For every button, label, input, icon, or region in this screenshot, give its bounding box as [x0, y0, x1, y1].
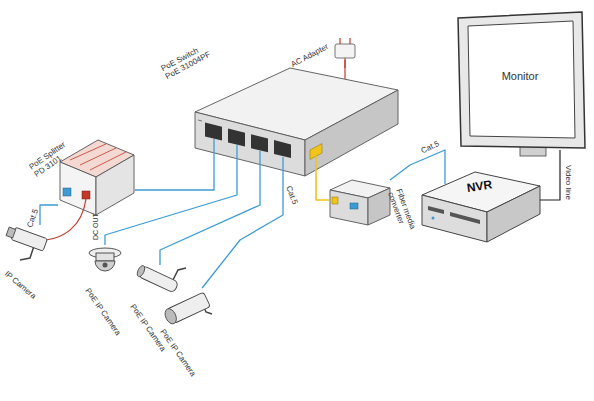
dome-ring: [96, 253, 114, 261]
device-node: NVR: [420, 170, 540, 245]
nvr-slot: [450, 212, 480, 224]
device-node: IP Camera: [5, 225, 55, 262]
switch-front: [195, 112, 305, 176]
splitter-fin: [80, 148, 116, 165]
cable: [105, 176, 237, 245]
adapter-prong: [339, 38, 340, 44]
poe-splitter-drawing: [46, 140, 134, 240]
nvr-led: [432, 217, 435, 220]
device-label: PoE Splitter PD 3101: [28, 133, 83, 179]
switch-port: [228, 128, 245, 146]
switch-port: [274, 140, 291, 158]
cable-stub: [282, 157, 283, 176]
dome-camera-drawing: [89, 248, 121, 271]
nvr-drawing: [422, 172, 540, 242]
nvr-front: [422, 195, 487, 242]
device-label: PoE IP Camera: [158, 328, 197, 378]
cable-stub: [236, 145, 237, 176]
device-node: PoE IP Camera: [85, 245, 125, 282]
device-label: IP Camera: [2, 270, 37, 301]
cable: [390, 150, 445, 180]
device-node: Monitor: [455, 12, 585, 150]
box-camera-drawing: [163, 292, 212, 326]
cable-stub: [444, 170, 445, 184]
fiber-port: [332, 197, 338, 204]
device-node: Fiber media converter: [330, 180, 390, 225]
ac-adapter-drawing: [335, 38, 355, 82]
camera-lens: [136, 264, 147, 277]
device-node: PoE IP Camera: [160, 288, 215, 325]
device-label: Fiber media converter: [385, 188, 419, 241]
cable-stub: [259, 151, 260, 176]
splitter-fin: [70, 144, 106, 160]
device-label: PoE Switch PoE 31004PF: [160, 42, 214, 82]
device-node: AC Adapter: [333, 42, 357, 60]
device-label: PoE IP Camera: [128, 303, 167, 353]
converter-front: [330, 190, 368, 225]
rj45-jack: [63, 188, 71, 196]
cable: [540, 150, 560, 200]
splitter-front: [60, 162, 96, 215]
adapter-body: [335, 44, 355, 58]
device-node: PoE Splitter PD 3101: [58, 135, 135, 230]
switch-led: [198, 120, 202, 121]
monitor-screen: [468, 21, 575, 138]
cable: [316, 176, 330, 200]
device-label: PoE IP Camera: [83, 287, 122, 337]
dc-jack: [82, 191, 90, 199]
switch-port: [251, 134, 268, 152]
cable-label: Cat.5: [420, 140, 441, 156]
camera-mount: [20, 246, 34, 260]
camera-lens: [163, 307, 179, 326]
monitor-frame: [458, 12, 585, 148]
cable: [40, 205, 58, 225]
power-wire: [344, 58, 345, 82]
media-converter-drawing: [330, 180, 390, 225]
switch-side: [305, 90, 398, 176]
device-node: PoE IP Camera: [130, 265, 190, 300]
rj45-port: [350, 203, 358, 209]
cable-label: Cat.5: [26, 208, 41, 229]
cable-label: Cat.5: [284, 185, 299, 206]
splitter-side: [96, 155, 134, 215]
converter-side: [368, 188, 390, 225]
dome-lens: [103, 263, 108, 268]
cable-label: Video line: [563, 165, 572, 200]
cable: [135, 176, 214, 190]
cable-stub: [213, 139, 214, 176]
cable: [202, 176, 283, 288]
switch-port: [205, 123, 222, 141]
nvr-slot: [428, 206, 444, 214]
device-node: PoE Switch PoE 31004PF: [195, 68, 398, 176]
device-label: NVR: [466, 178, 493, 195]
fiber-stub: [315, 156, 317, 176]
device-label: Monitor: [455, 70, 585, 82]
monitor-drawing: [458, 12, 585, 156]
dome-cover: [95, 261, 115, 271]
poe-switch-drawing: [195, 68, 398, 176]
port-label: DC OUT: [92, 213, 100, 240]
ip-camera-drawing: [5, 225, 47, 260]
cable: [344, 60, 345, 68]
device-label: AC Adapter: [290, 43, 330, 70]
camera-lens: [6, 227, 16, 238]
nvr-side: [487, 186, 540, 242]
bullet-camera-drawing: [136, 264, 186, 293]
port-cables: [214, 139, 445, 184]
adapter-prong: [349, 38, 350, 44]
cable: [160, 176, 260, 265]
camera-body: [11, 227, 47, 251]
